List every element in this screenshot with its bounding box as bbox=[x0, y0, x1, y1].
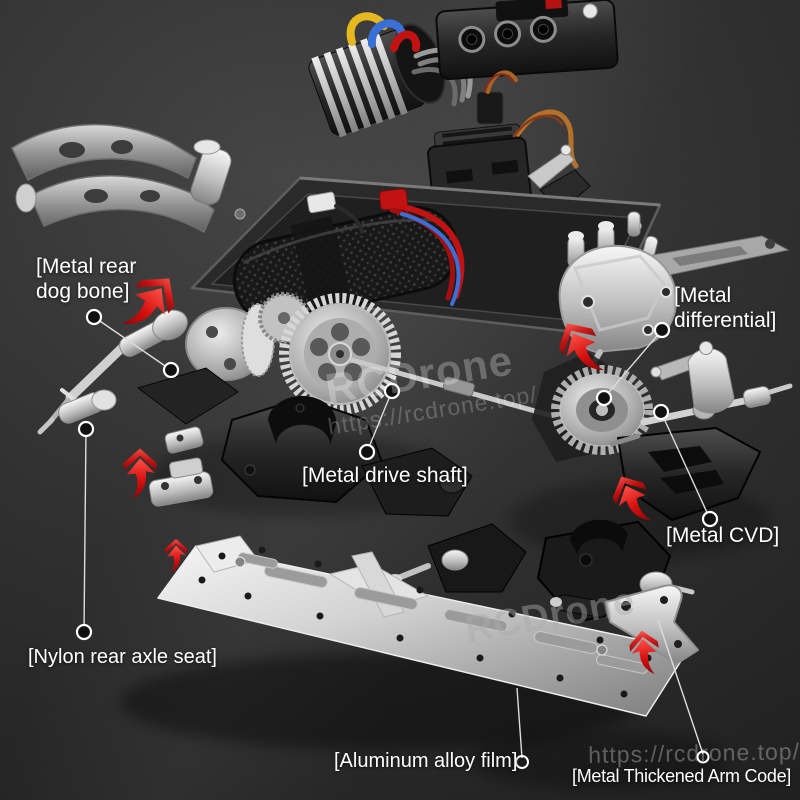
rear-differential-case-icon bbox=[558, 211, 790, 375]
motor-wire-red bbox=[390, 30, 421, 52]
spur-gear-icon bbox=[279, 293, 401, 415]
leader-lines bbox=[83, 316, 711, 759]
steering-knuckle-icon bbox=[650, 341, 735, 414]
aluminum-alloy-plate-icon bbox=[157, 535, 689, 717]
battery-connector-white bbox=[306, 191, 337, 214]
label-metal-differential: [Metal differential] bbox=[674, 284, 777, 332]
gearbox-housings-icon bbox=[148, 395, 473, 517]
leader-markers bbox=[75, 308, 719, 769]
esc-unit-icon bbox=[435, 0, 619, 81]
label-metal-thickened-arm-code: [Metal Thickened Arm Code] bbox=[572, 766, 791, 786]
label-metal-cvd: [Metal CVD] bbox=[666, 524, 780, 547]
rear-axle-housing-icon bbox=[388, 523, 527, 593]
crown-gear-icon bbox=[532, 352, 653, 462]
label-metal-drive-shaft: [Metal drive shaft] bbox=[302, 464, 468, 487]
label-nylon-rear-axle-seat: [Nylon rear axle seat] bbox=[28, 646, 217, 668]
motor-wire-blue bbox=[368, 19, 406, 48]
esc-button bbox=[582, 3, 598, 19]
front-differential-icon bbox=[47, 292, 310, 425]
brushless-motor-icon bbox=[308, 12, 473, 138]
steering-servo-icon bbox=[476, 70, 518, 125]
front-upper-suspension-arms-icon bbox=[11, 124, 232, 234]
carbon-battery-icon bbox=[232, 188, 465, 325]
label-aluminum-alloy-film: [Aluminum alloy film] bbox=[334, 750, 518, 772]
label-metal-rear-dog-bone: [Metal rear dog bone] bbox=[36, 255, 137, 303]
nylon-rear-axle-seat-icon bbox=[37, 367, 239, 479]
arm-code-bracket-icon bbox=[550, 584, 699, 665]
